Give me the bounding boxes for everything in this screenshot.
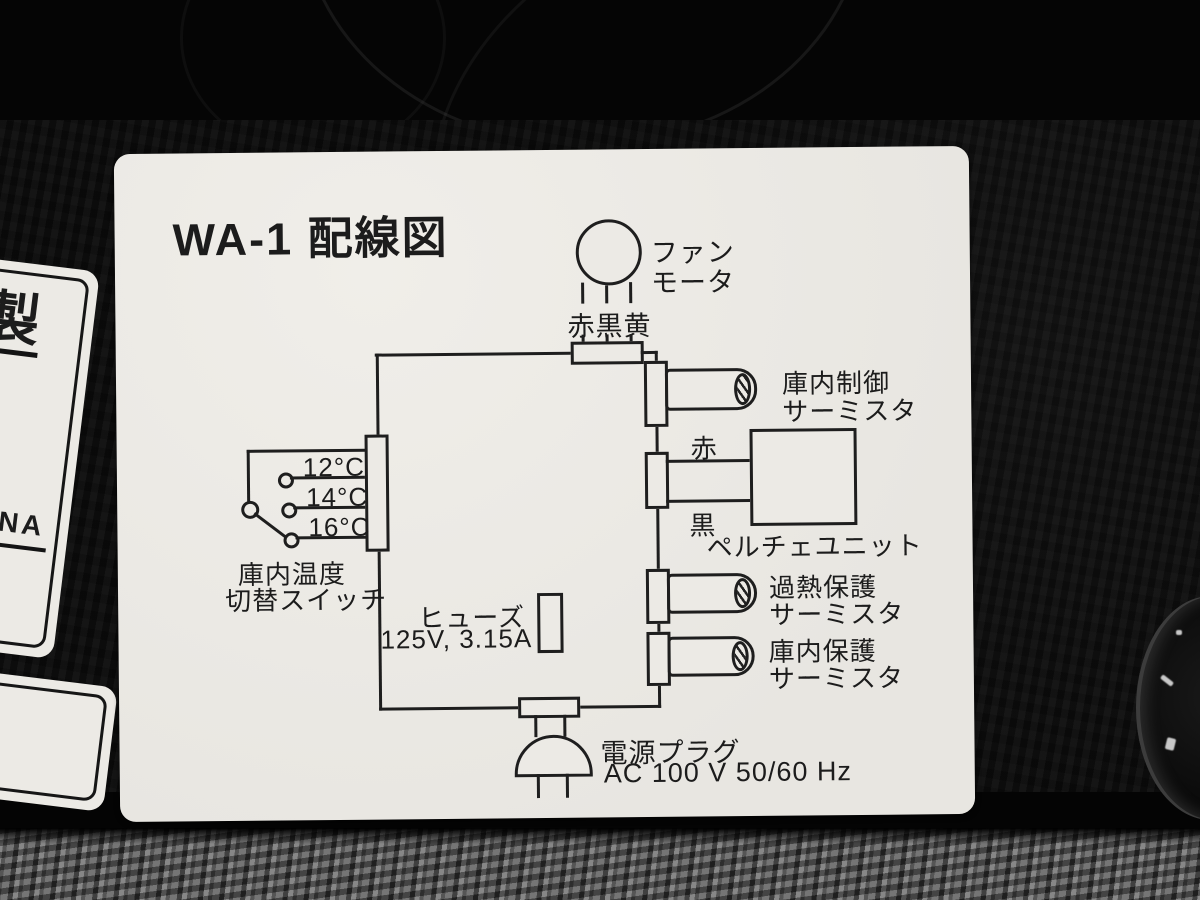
temp-option-16c: 16°C	[308, 511, 371, 543]
switch-wire	[246, 449, 251, 502]
wire-segment	[657, 623, 661, 632]
wiring-diagram: WA-1 配線図 赤黒黄 ファン モータ	[114, 146, 975, 822]
fan-wire	[605, 285, 609, 304]
interior-thermistor-label-line2: サーミスタ	[768, 662, 905, 694]
interior-thermistor-symbol	[667, 635, 755, 677]
overheat-thermistor-symbol	[666, 572, 758, 614]
temp-option-12c: 12°C	[302, 451, 366, 483]
overheat-thermistor-label-line2: サーミスタ	[769, 598, 905, 630]
plug-neck	[563, 714, 567, 737]
plug-neck	[534, 715, 538, 738]
temp-option-14c: 14°C	[305, 481, 369, 513]
control-thermistor-label-line2: サーミスタ	[782, 395, 918, 427]
peltier-unit-symbol	[749, 428, 858, 527]
wire-segment	[374, 351, 571, 357]
wiring-diagram-label: WA-1 配線図 赤黒黄 ファン モータ	[113, 145, 976, 823]
fan-connector	[570, 341, 644, 365]
temp-switch-arm	[253, 512, 287, 539]
fan-motor-label-line2: モータ	[650, 267, 736, 298]
sticker-border	[0, 666, 108, 803]
scuff-mark	[1176, 630, 1182, 635]
temp-switch-label-line2: 切替スイッチ	[224, 584, 388, 617]
peltier-unit-label: ペルチェユニット	[706, 530, 923, 563]
peltier-wire-black	[666, 499, 751, 503]
temp-switch-contact-16c	[283, 532, 300, 549]
wire-segment	[655, 426, 659, 452]
wire-segment	[654, 350, 658, 361]
fan-motor-symbol	[575, 219, 643, 286]
diagram-title: WA-1 配線図	[172, 211, 449, 266]
power-plug-symbol	[514, 734, 593, 778]
power-plug-rating: AC 100 V 50/60 Hz	[603, 756, 853, 789]
wire-segment	[375, 353, 380, 435]
wire-segment	[379, 706, 519, 711]
fan-wire	[629, 282, 633, 304]
temp-switch-contact-14c	[281, 502, 298, 519]
thermistor-tip	[733, 373, 752, 406]
wire-colors-label: 赤黒黄	[567, 310, 652, 342]
red-wire-label: 赤	[690, 433, 718, 464]
plug-prong	[565, 773, 570, 798]
fuse-symbol	[537, 592, 564, 654]
thermistor-tip	[733, 578, 752, 609]
wire-segment	[656, 508, 660, 569]
fan-wire	[581, 282, 585, 304]
control-thermistor-symbol	[664, 367, 758, 411]
wire-segment	[580, 704, 662, 709]
thermistor-tip	[731, 641, 749, 672]
plug-prong	[536, 774, 541, 799]
temp-switch-contact-12c	[277, 472, 295, 489]
carpet	[0, 828, 1200, 900]
power-plug-connector	[518, 696, 581, 719]
fuse-rating: 125V, 3.15A	[380, 623, 533, 655]
